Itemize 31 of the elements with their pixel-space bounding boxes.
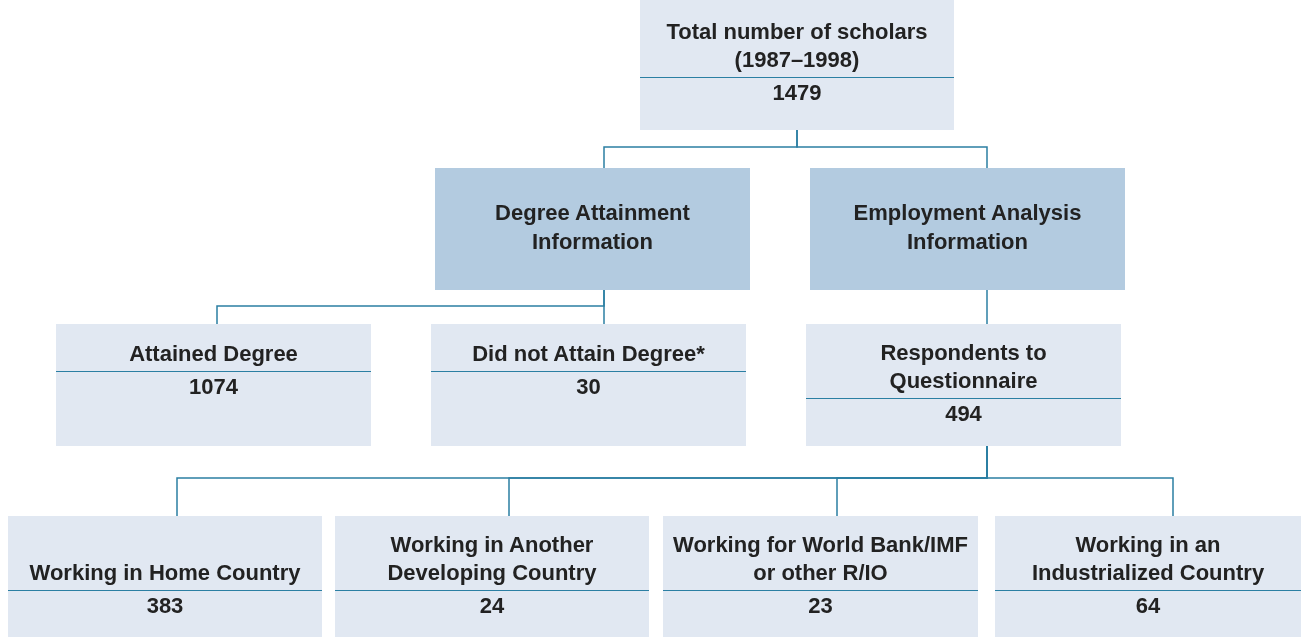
count-value: 1479: [640, 77, 954, 109]
org-box: [663, 516, 978, 637]
count-value: 30: [431, 371, 746, 403]
box-heading: Working in Home Country: [28, 559, 302, 588]
org-box: [431, 324, 746, 446]
org-box: [56, 324, 371, 446]
org-box: [806, 324, 1121, 446]
count-value: 383: [8, 590, 322, 622]
org-box: [435, 168, 750, 290]
box-heading: Attained Degree: [128, 340, 299, 369]
box-heading: Degree Attainment Information: [494, 199, 691, 256]
box-heading: Working in an Industrialized Country: [1030, 530, 1266, 588]
org-box: [810, 168, 1125, 290]
org-box: [335, 516, 649, 637]
connector-line: [603, 289, 605, 325]
connector-line: [986, 289, 988, 325]
box-heading: Respondents to Questionnaire: [879, 338, 1048, 396]
box-heading: Working in Another Developing Country: [386, 530, 598, 588]
count-value: 494: [806, 398, 1121, 430]
box-heading: Total number of scholars (1987–1998): [665, 17, 929, 75]
count-value: 24: [335, 590, 649, 622]
box-heading: Working for World Bank/IMF or other R/IO: [672, 530, 969, 588]
org-box: [995, 516, 1301, 637]
org-box: [640, 0, 954, 130]
connector-line: [796, 129, 988, 169]
count-value: 64: [995, 590, 1301, 622]
count-value: 23: [663, 590, 978, 622]
count-value: 1074: [56, 371, 371, 403]
box-heading: Employment Analysis Information: [852, 199, 1083, 256]
org-box: [8, 516, 322, 637]
box-heading: Did not Attain Degree*: [471, 340, 706, 369]
